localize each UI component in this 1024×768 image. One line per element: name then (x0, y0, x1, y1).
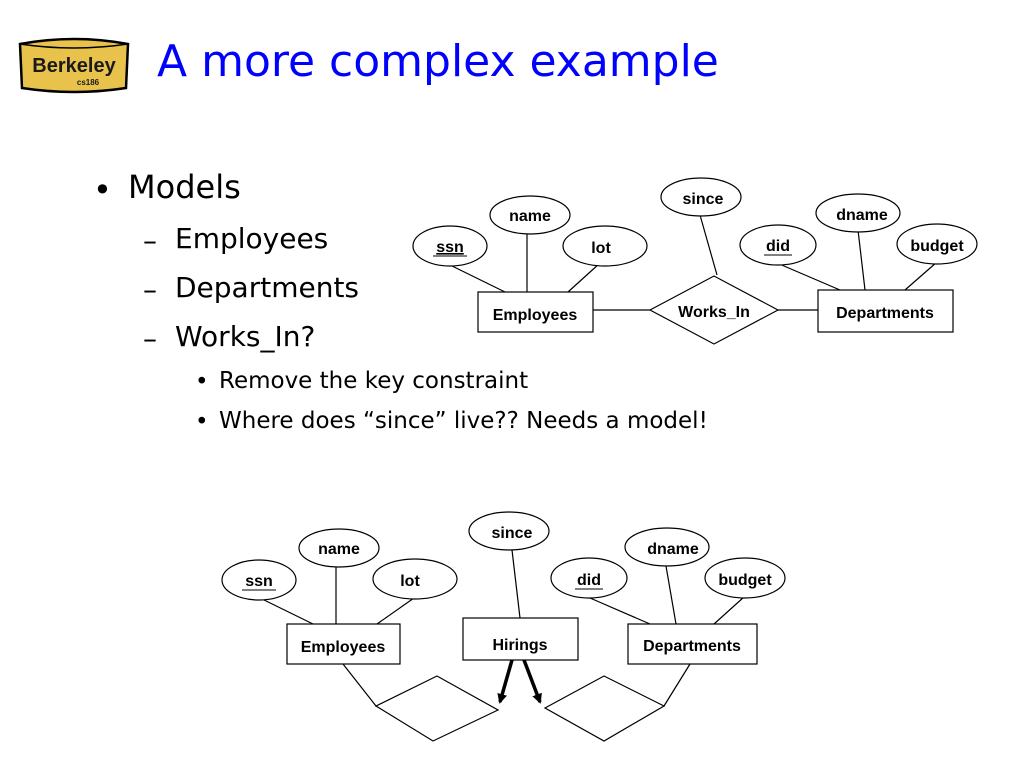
entity-departments-box (627, 623, 758, 665)
attr-ssn-ellipse (221, 559, 297, 601)
entity-departments-box (817, 289, 954, 333)
attr-budget-ellipse (704, 557, 786, 599)
attr-ssn-ellipse (412, 225, 488, 267)
attr-lot-ellipse (562, 225, 648, 267)
relationship-diamond-left (374, 675, 500, 742)
entity-employees-box (477, 291, 594, 333)
attr-ssn: ssn (436, 239, 464, 256)
attr-lot: lot (400, 573, 420, 590)
logo-subtext: cs186 (77, 78, 100, 87)
attr-lot: lot (591, 240, 611, 257)
attr-dname: dname (647, 541, 699, 558)
attr-name-ellipse (298, 528, 380, 568)
entity-departments: Departments (643, 638, 741, 655)
attr-did: did (766, 238, 790, 255)
berkeley-logo: Berkeley cs186 (18, 37, 130, 94)
entity-employees: Employees (493, 307, 578, 324)
attr-dname-ellipse (624, 527, 710, 567)
entity-departments: Departments (836, 305, 934, 322)
attr-did-ellipse (550, 557, 628, 599)
attr-since: since (492, 525, 533, 542)
attr-dname: dname (836, 207, 888, 224)
arrow-to-right-relationship (522, 659, 542, 704)
attr-name-ellipse (489, 195, 571, 235)
attr-since-ellipse (660, 177, 742, 217)
entity-hirings: Hirings (492, 637, 547, 654)
entity-hirings-box (462, 617, 579, 661)
attr-budget-ellipse (896, 223, 978, 265)
attr-lot-ellipse (372, 558, 458, 600)
attr-did: did (577, 572, 601, 589)
entity-employees-box (286, 623, 401, 665)
slide-title: A more complex example (157, 36, 719, 87)
diagram-top (449, 214, 938, 311)
relationship-works-in: Works_In (678, 304, 750, 321)
attr-dname-ellipse (815, 193, 901, 233)
attr-did-ellipse (739, 224, 817, 266)
diagram-bottom (259, 549, 745, 707)
attr-budget: budget (718, 572, 772, 589)
entity-employees: Employees (301, 639, 386, 656)
logo-text: Berkeley (32, 55, 116, 77)
relationship-works-in-diamond (648, 275, 780, 345)
attr-since: since (683, 191, 724, 208)
relationship-diamond-right (543, 675, 666, 742)
attr-name: name (318, 541, 360, 558)
attr-ssn: ssn (245, 573, 273, 590)
attr-since-ellipse (468, 511, 550, 551)
attr-budget: budget (910, 238, 964, 255)
arrow-to-left-relationship (497, 659, 514, 704)
attr-name: name (509, 208, 551, 225)
